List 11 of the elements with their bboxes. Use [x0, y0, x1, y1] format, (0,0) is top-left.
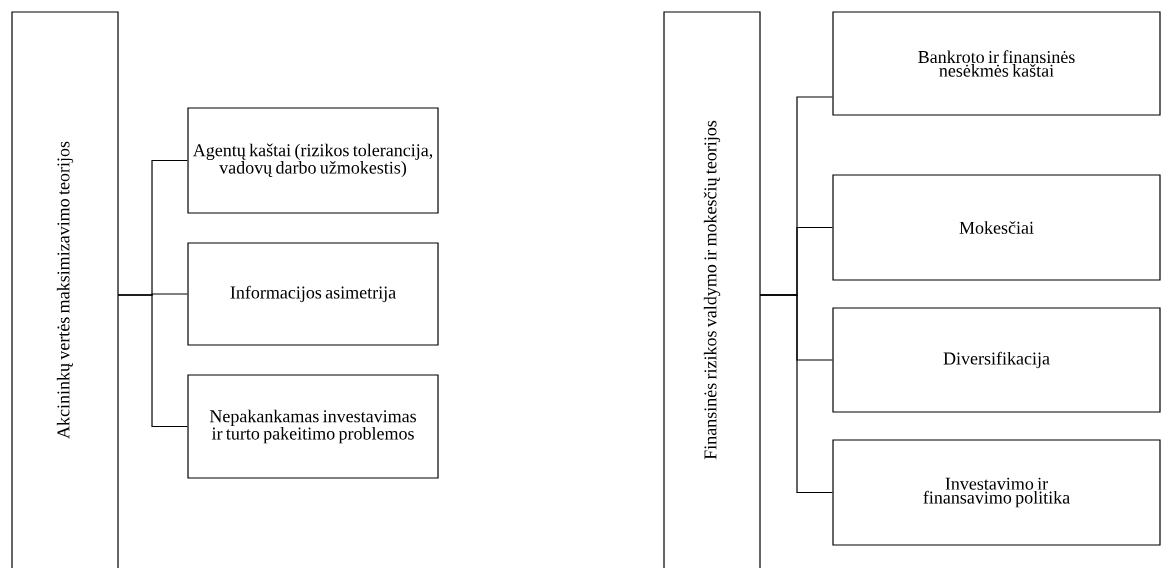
connector-line	[759, 294, 833, 494]
theory-panel: Akcininkų vertės maksimizavimo teorijos	[11, 11, 119, 569]
connector-line	[117, 294, 188, 428]
factor-box: Mokesčiai	[832, 174, 1161, 281]
factor-box: Informacijos asimetrija	[187, 242, 439, 346]
factor-box: Nepakankamas investavimas ir turto pakeitimo problemos	[187, 374, 439, 479]
factor-box: Bankroto ir finansinės nesėkmės kaštai	[832, 11, 1161, 116]
factor-box: Investavimo ir finansavimo politika	[832, 439, 1161, 546]
factor-box: Diversifikacija	[832, 307, 1161, 413]
factor-box: Agentų kaštai (rizikos tolerancija, vadovų darbo užmokestis)	[187, 107, 439, 214]
theory-panel: Finansinės rizikos valdymo ir mokesčių teorijos	[663, 11, 761, 569]
